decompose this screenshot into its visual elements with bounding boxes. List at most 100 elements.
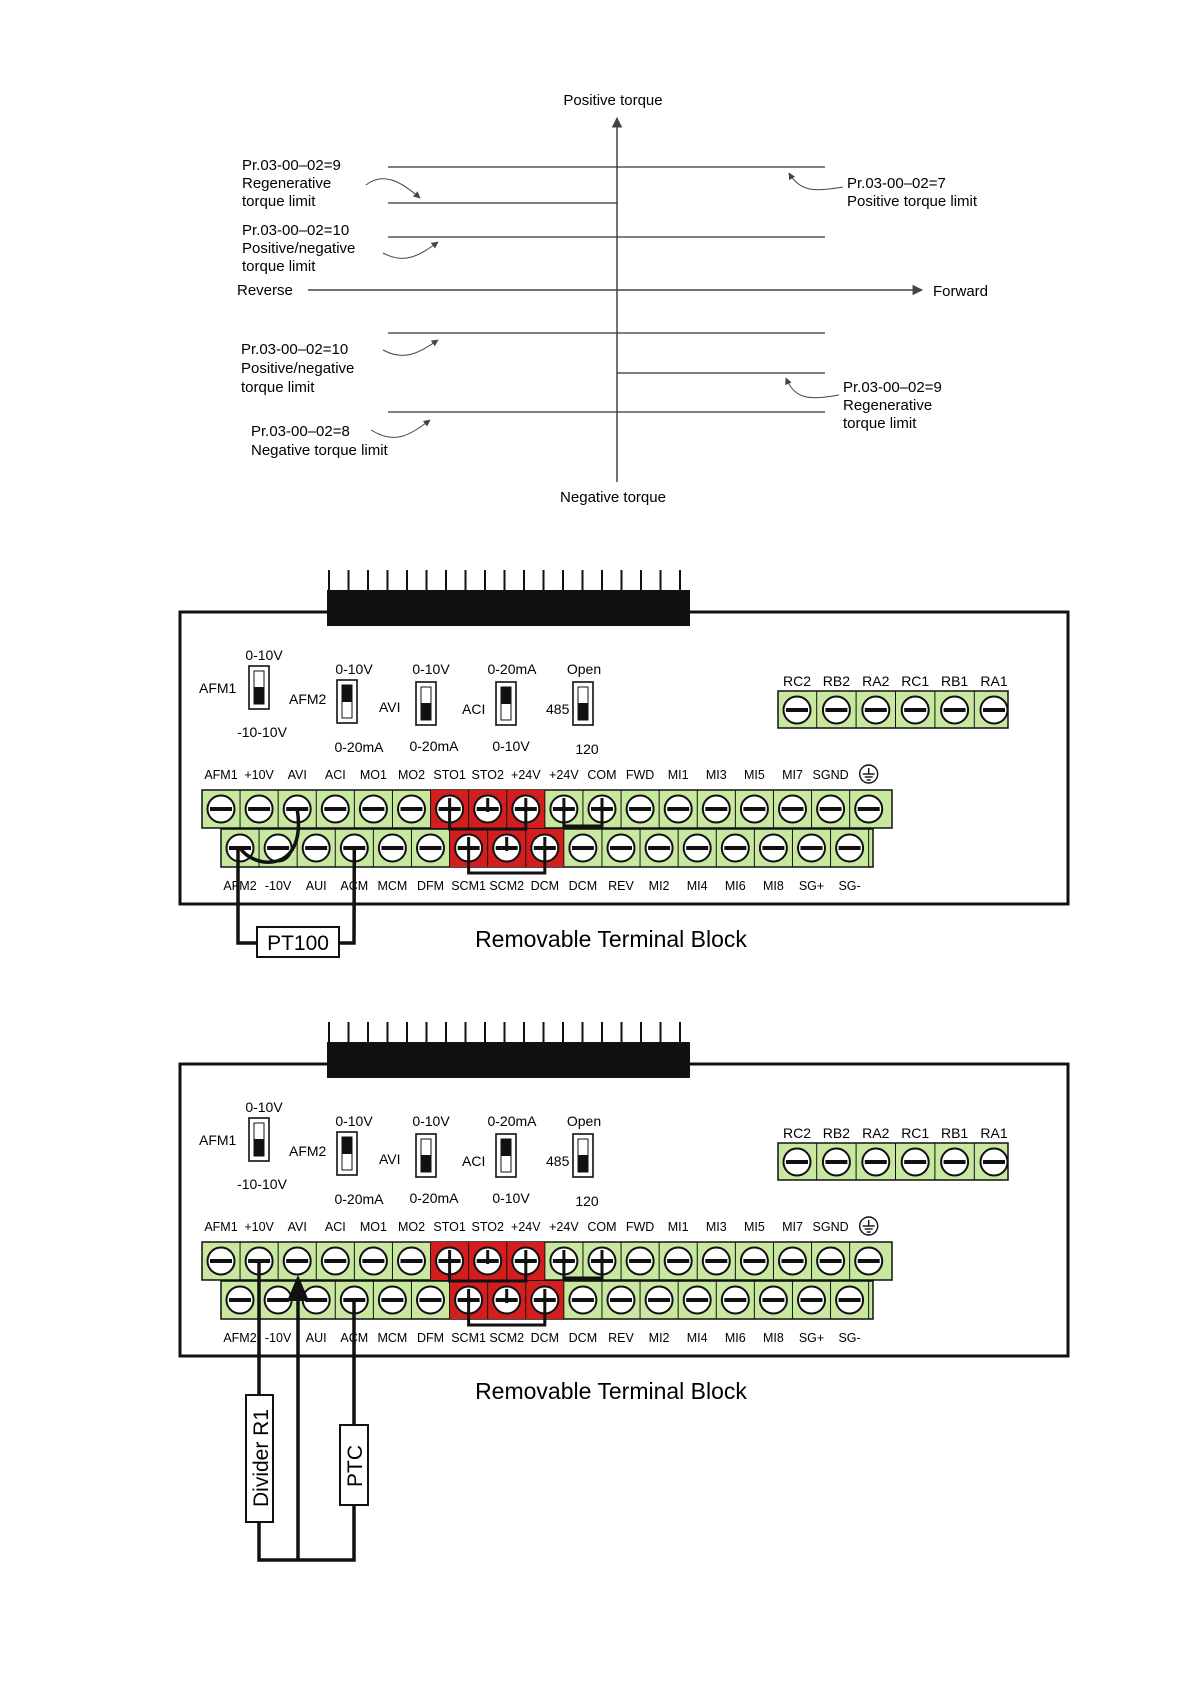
bottom-label-4: MCM	[377, 879, 407, 893]
connector-comb	[327, 570, 690, 626]
divider-label: Divider R1	[250, 1409, 273, 1507]
leader-posneg-lower	[382, 339, 439, 356]
avi-switch-bottom-label: 0-20mA	[409, 1190, 459, 1206]
ptc-wiring: Divider R1 PTC	[245, 1261, 369, 1562]
top-screw-0	[206, 794, 236, 824]
relay-label-rc1: RC1	[901, 673, 929, 689]
bottom-label-16: SG-	[838, 1331, 860, 1345]
bottom-label-4: MCM	[377, 1331, 407, 1345]
afm2-switch-top-label: 0-10V	[335, 661, 373, 677]
bottom-label-12: MI4	[687, 1331, 708, 1345]
block-frame	[178, 610, 1070, 906]
jumper-24v-com	[562, 809, 604, 828]
top-screw-14	[739, 1246, 769, 1276]
ground-icon	[859, 764, 879, 784]
top-screw-13	[701, 794, 731, 824]
rs485-switch[interactable]	[572, 681, 594, 726]
rs485-switch[interactable]	[572, 1133, 594, 1178]
relay-strip	[777, 690, 1009, 729]
top-label-0: AFM1	[204, 768, 237, 782]
bottom-label-1: -10V	[265, 879, 292, 893]
top-label-0: AFM1	[204, 1220, 237, 1234]
top-screw-3	[320, 794, 350, 824]
bottom-screw-16	[835, 1285, 865, 1315]
top-label-2: AVI	[288, 1220, 307, 1234]
top-screw-13	[701, 1246, 731, 1276]
top-screw-5	[397, 1246, 426, 1276]
avi-switch[interactable]	[415, 681, 437, 726]
bottom-screw-5	[416, 833, 445, 863]
bottom-screw-13	[720, 833, 750, 863]
top-label-1: +10V	[244, 1220, 274, 1234]
afm1-switch[interactable]	[248, 665, 270, 710]
afm2-switch-name: AFM2	[289, 1143, 327, 1159]
aci-switch[interactable]	[495, 1133, 517, 1178]
bottom-label-14: MI8	[763, 1331, 784, 1345]
ptc-sensor	[339, 1424, 369, 1506]
top-screw-ground	[854, 794, 884, 824]
relay-label-rb1: RB1	[941, 1125, 968, 1141]
jumper-sto	[448, 809, 528, 831]
top-label-7: STO2	[471, 1220, 503, 1234]
afm1-switch[interactable]	[248, 1117, 270, 1162]
leader-positive	[788, 172, 844, 191]
top-label-3: ACI	[325, 1220, 346, 1234]
top-screw-4	[358, 1246, 388, 1276]
top-screw-16	[816, 794, 846, 824]
bottom-label-13: MI6	[725, 879, 746, 893]
top-screw-12	[663, 794, 693, 824]
top-label-16: SGND	[813, 768, 849, 782]
aci-switch[interactable]	[495, 681, 517, 726]
top-label-6: STO1	[433, 1220, 465, 1234]
axis-negative-torque: Negative torque	[560, 489, 666, 506]
bottom-screw-7	[492, 1285, 522, 1315]
top-label-5: MO2	[398, 1220, 425, 1234]
avi-switch[interactable]	[415, 1133, 437, 1178]
annotation-regen-forward: Pr.03-00–02=9 Regenerative torque limit	[843, 379, 946, 432]
bottom-label-10: REV	[608, 879, 634, 893]
top-label-3: ACI	[325, 768, 346, 782]
bottom-screw-15	[797, 833, 826, 863]
relay-screw-rb1	[940, 695, 970, 725]
top-terminal-strip	[201, 1241, 893, 1281]
top-label-10: COM	[587, 768, 616, 782]
bottom-screw-14	[758, 833, 788, 863]
afm1-switch-top-label: 0-10V	[245, 1099, 283, 1115]
relay-label-rb1: RB1	[941, 673, 968, 689]
top-label-12: MI1	[668, 1220, 689, 1234]
bottom-screw-15	[797, 1285, 826, 1315]
pt100-sensor	[256, 926, 340, 958]
top-screw-15	[778, 794, 807, 824]
top-screw-16	[816, 1246, 846, 1276]
block-frame	[178, 1062, 1070, 1358]
relay-screw-rc1	[900, 1147, 930, 1177]
top-screw-14	[739, 794, 769, 824]
afm2-switch-bottom-label: 0-20mA	[334, 1191, 384, 1207]
top-label-5: MO2	[398, 768, 425, 782]
terminal-block-title: Removable Terminal Block	[475, 926, 747, 952]
bottom-label-6: SCM1	[451, 879, 486, 893]
jumper-scm	[467, 848, 547, 875]
ptc-label: PTC	[344, 1445, 367, 1487]
top-screw-5	[397, 794, 426, 824]
leader-negative	[370, 419, 431, 438]
relay-label-ra1: RA1	[980, 1125, 1007, 1141]
terminal-block-1: 0-10VAFM1-10-10V0-10VAFM20-20mA0-10VAVI0…	[178, 570, 1070, 958]
bottom-label-16: SG-	[838, 879, 860, 893]
top-label-11: FWD	[626, 1220, 654, 1234]
top-label-14: MI5	[744, 1220, 765, 1234]
bottom-screw-11	[644, 833, 674, 863]
afm2-switch[interactable]	[336, 1131, 358, 1176]
top-screw-3	[320, 1246, 350, 1276]
top-screw-12	[663, 1246, 693, 1276]
bottom-screw-4	[377, 1285, 407, 1315]
axis-forward: Forward	[933, 283, 988, 300]
top-screw-1	[244, 794, 274, 824]
bottom-label-7: SCM2	[489, 879, 524, 893]
bottom-screw-4	[377, 833, 407, 863]
bottom-screw-10	[606, 1285, 636, 1315]
rs485-switch-bottom-label: 120	[575, 1193, 599, 1209]
relay-screw-ra2	[861, 695, 891, 725]
aci-switch-top-label: 0-20mA	[487, 1113, 537, 1129]
afm2-switch[interactable]	[336, 679, 358, 724]
